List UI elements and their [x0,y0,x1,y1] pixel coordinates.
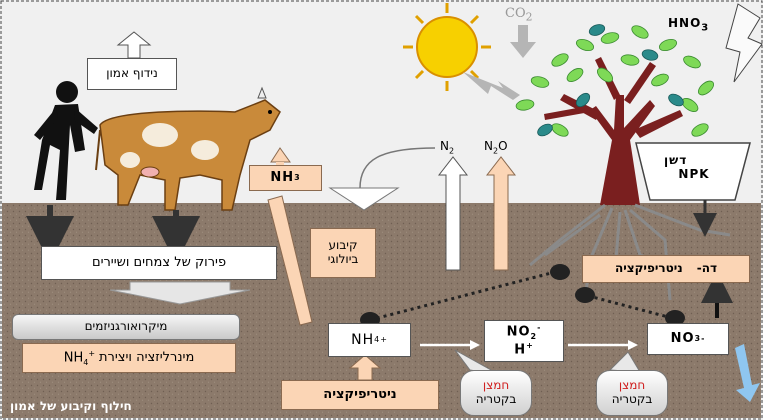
microorganisms-text: מיקרואורגניזמים [84,319,168,334]
bacteria1-oxygen-text: חמצן [482,378,510,393]
nh4-to-nh3-arrow [267,195,313,326]
no2-box: NO2- H+ [484,320,564,362]
sunlight-arrow [463,72,520,100]
mineralization-text: מינרליזציה ויצירת [99,349,195,365]
caption-text: חילוף וקיבוע של אמון [10,399,132,413]
n2-text: N [440,139,449,153]
ammonia-volatilization-box: נידוף אמון [87,58,177,90]
runoff-arrow [735,344,760,402]
h-plus-superscript: + [526,341,534,351]
mineralization-nh4-text: NH [63,350,84,366]
lightning-icon [725,3,763,83]
fertilizer-label: דשן NPK [650,148,738,188]
n2-label: N2 [440,139,454,155]
nh4-text: NH [351,331,375,348]
ammonia-volatilization-text: נידוף אמון [106,66,158,81]
nh4-subscript: 4 [374,335,381,345]
tree-icon [515,24,715,205]
microorganisms-box: מיקרואורגניזמים [12,314,240,340]
uptake-dots [360,264,685,328]
no2-text: NO [506,324,531,340]
n2o-n-text: N [484,139,493,153]
h-plus-text: H [514,342,527,358]
fertilizer-line1: דשן [664,153,688,168]
bacteria1-bacteria-text: בקטריה [475,392,517,406]
fertilizer-funnel [635,142,751,201]
co2-arrow [510,25,536,58]
nitrification-up-arrow [348,354,382,381]
decomposition-box: פירוק של צמחים ושיירים [41,246,277,280]
no2-superscript: - [537,323,542,333]
hno3-subscript: 3 [701,22,710,34]
co2-text: CO [505,6,526,21]
bacteria-bubble-1: חמצן בקטריה [460,370,532,416]
sun-icon [403,3,491,91]
nh3-text: NH [270,169,295,185]
n2-up-arrow [437,156,469,271]
n2-subscript: 2 [448,146,455,156]
hno3-label: HNO3 [668,16,709,33]
denitrification-line1: דה- [696,261,718,276]
denitrification-box: דה- ניטריפיקציה [582,255,750,283]
nitrification-box: ניטריפיקציה [281,380,439,410]
person-icon [34,81,98,200]
diagram-caption: חילוף וקיבוע של אמון [10,399,132,413]
mineralization-box: מינרליזציה ויצירת NH4+ [22,343,236,373]
biological-fixation-line1: קיבוע [328,238,358,253]
no2-line: NO2- [507,323,542,341]
decomposition-down-arrow [109,281,251,305]
bacteria2-bacteria-text: בקטריה [611,392,653,406]
no3-text: NO [670,330,695,346]
cow-icon [95,86,281,211]
fertilizer-line2: NPK [678,167,710,181]
biological-fixation-box: קיבוע ביולוגי [310,228,376,278]
n2-to-fixation-curve [359,147,436,189]
mineralization-nh4-superscript: + [88,348,96,358]
no2-subscript: 2 [530,332,538,342]
bacteria-bubble-2: חמצן בקטריה [596,370,668,416]
co2-subscript: 2 [525,10,533,24]
n2o-label: N2O [484,139,508,155]
no3-subscript: 3 [694,334,702,344]
n2o-up-arrow [485,156,517,271]
denitrification-line2: ניטריפיקציה [614,261,683,276]
no3-superscript: - [701,334,706,344]
n2o-o-text: O [498,139,508,153]
hno3-text: HNO [668,16,702,30]
n2o-subscript: 2 [492,146,499,156]
fixation-funnel-arrow [328,187,400,211]
no2-to-no3-arrowhead [628,340,638,350]
nh4-to-no2-arrowhead [470,340,480,350]
mineralization-nh4-subscript: 4 [83,357,89,367]
decomposition-text: פירוק של צמחים ושיירים [91,254,227,270]
root-uptake-dotted-lines [369,270,673,322]
nitrification-text: ניטריפיקציה [323,386,397,402]
bacteria2-oxygen-text: חמצן [618,378,646,393]
nh4-superscript: + [380,335,388,345]
mineralization-nh4: NH4+ [64,349,95,367]
biological-fixation-line2: ביולוגי [327,252,359,266]
h-plus-line: H+ [514,341,534,358]
co2-label: CO2 [505,6,533,24]
nh3-subscript: 3 [294,173,301,183]
